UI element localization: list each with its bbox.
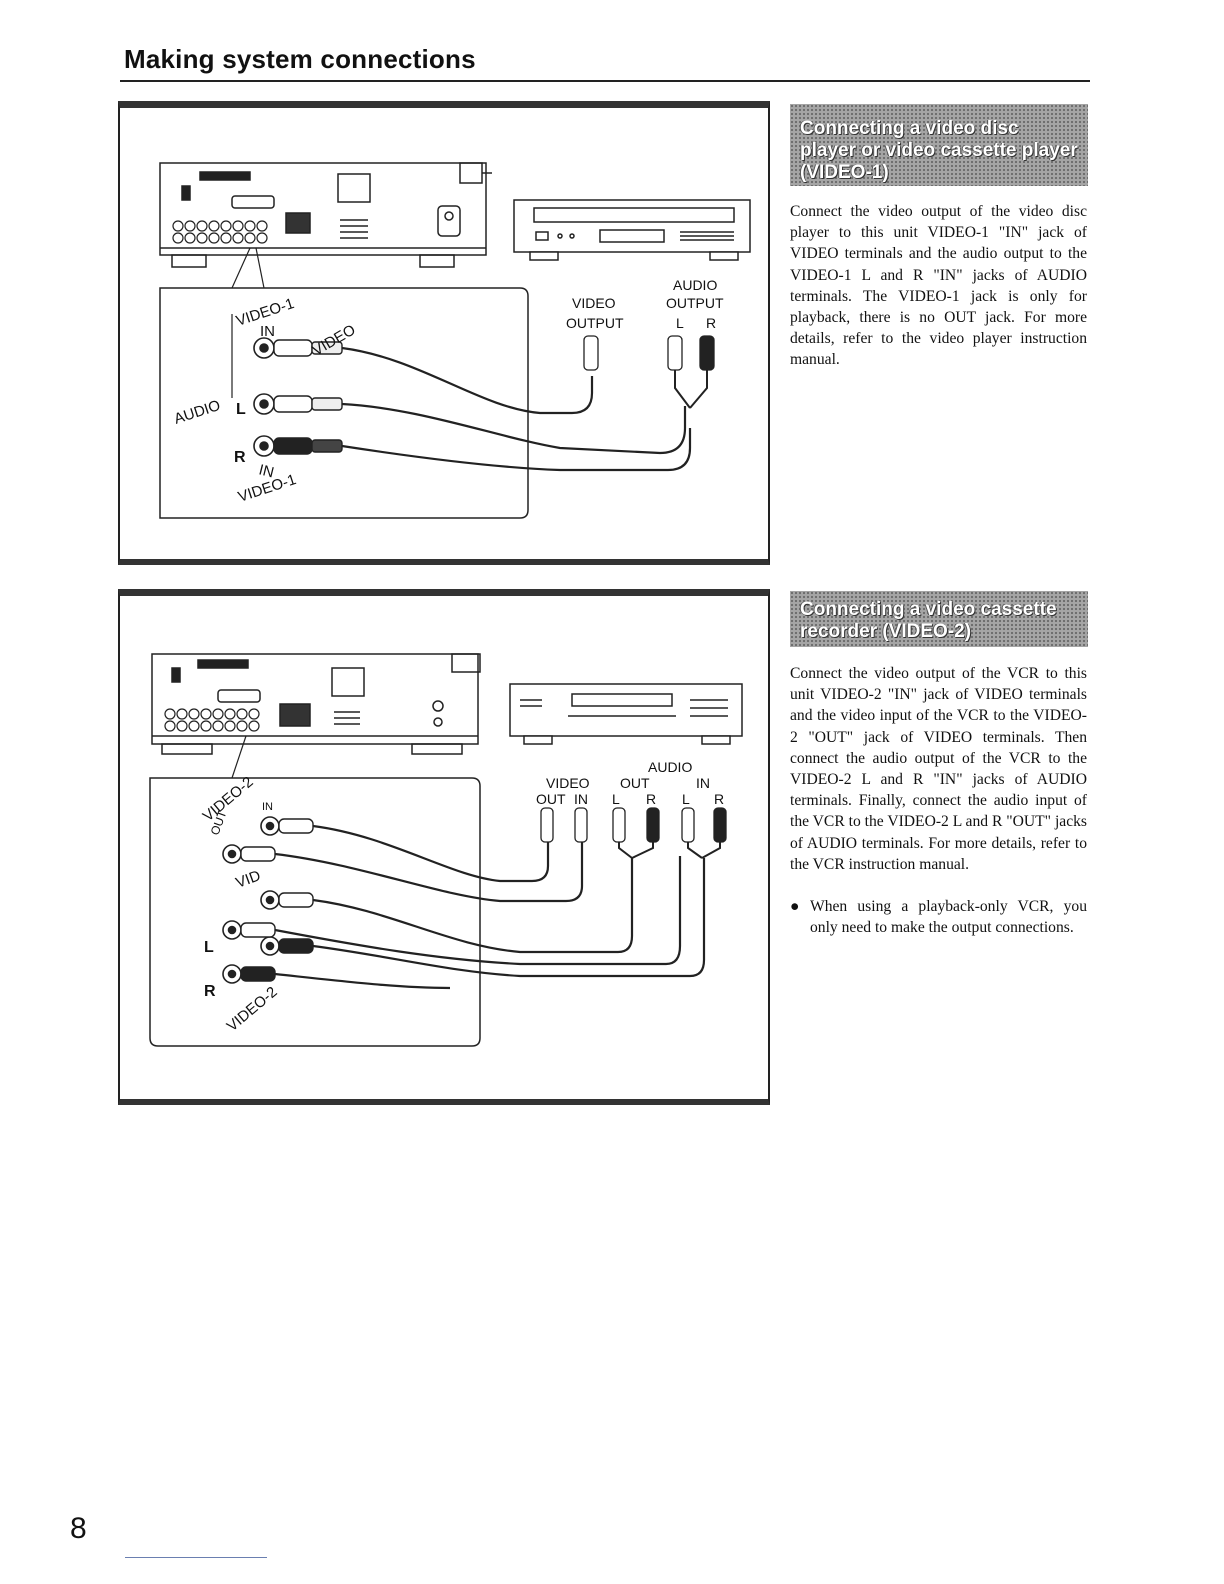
label-l-side: L	[204, 939, 214, 956]
cables	[274, 824, 706, 990]
zoom-box	[159, 287, 529, 519]
label-r-side: R	[234, 449, 246, 466]
vcr	[509, 683, 743, 745]
section2-heading: Connecting a video cassette recorder (VI…	[790, 591, 1088, 647]
video-disc-player	[513, 199, 751, 261]
label-l: L	[676, 315, 684, 331]
label-r-side: R	[204, 983, 216, 1000]
label-l1: L	[612, 791, 620, 807]
label-video-out: OUT	[536, 791, 566, 807]
label-audio-side: AUDIO	[172, 397, 222, 428]
receiver-jack-row	[172, 220, 268, 244]
section2-body: Connect the video output of the VCR to t…	[790, 665, 1087, 873]
plugs	[273, 339, 343, 455]
label-audio-in: IN	[696, 775, 710, 791]
title-rule	[120, 80, 1090, 82]
label-in-small: IN	[262, 801, 273, 813]
section2-note: ● When using a playback-only VCR, you on…	[790, 896, 1087, 938]
label-r: R	[706, 315, 716, 331]
label-audio-output: OUTPUT	[666, 295, 724, 311]
label-audio: AUDIO	[648, 759, 692, 775]
label-in-top: IN	[260, 323, 275, 340]
callout-line	[255, 247, 265, 289]
label-l-side: L	[236, 401, 246, 418]
footer-rule	[125, 1557, 267, 1558]
label-vid: VID	[234, 867, 263, 892]
section1-body: Connect the video output of the video di…	[790, 203, 1087, 369]
page-number: 8	[70, 1512, 87, 1545]
label-output: OUTPUT	[566, 315, 624, 331]
label-audio: AUDIO	[673, 277, 717, 293]
label-in-bottom: IN	[257, 461, 276, 481]
label-video: VIDEO	[572, 295, 616, 311]
label-video-in: IN	[574, 791, 588, 807]
plugs	[240, 818, 314, 982]
zoom-box	[149, 777, 481, 1047]
section2-note-text: When using a playback-only VCR, you only…	[810, 898, 1087, 937]
receiver-back-panel	[151, 653, 481, 755]
receiver-back-panel	[159, 162, 492, 268]
label-l2: L	[682, 791, 690, 807]
diagram-video2: AUDIO VIDEO OUT IN OUT IN L R L R VIDEO-…	[149, 653, 743, 1047]
zoom-jacks	[222, 816, 280, 984]
label-r1: R	[646, 791, 656, 807]
label-video2-bottom: VIDEO-2	[224, 983, 281, 1035]
label-video: VIDEO	[546, 775, 590, 791]
vcr-rca-plugs	[540, 807, 727, 859]
label-video2-top: VIDEO-2	[200, 773, 257, 825]
receiver-jack-row	[164, 708, 260, 732]
bullet-icon: ●	[790, 898, 800, 915]
label-audio-out: OUT	[620, 775, 650, 791]
section1-heading: Connecting a video disc player or video …	[790, 104, 1088, 186]
player-rca-plugs	[583, 335, 715, 409]
figure-video1-connection: VIDEO OUTPUT AUDIO OUTPUT L R VIDEO-1 IN…	[118, 101, 770, 565]
figure-video2-connection: AUDIO VIDEO OUT IN OUT IN L R L R VIDEO-…	[118, 589, 770, 1105]
zoom-jacks	[253, 337, 275, 457]
callout-line	[231, 247, 251, 289]
label-r2: R	[714, 791, 724, 807]
cables	[341, 346, 692, 472]
page-title: Making system connections	[124, 44, 476, 74]
diagram-video1: VIDEO OUTPUT AUDIO OUTPUT L R VIDEO-1 IN…	[159, 162, 751, 519]
